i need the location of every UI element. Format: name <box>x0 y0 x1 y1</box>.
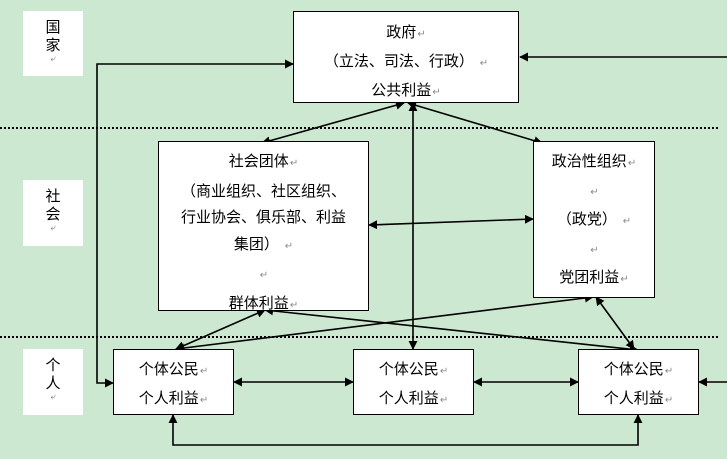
node-text-line: （立法、司法、行政） ↵ <box>323 52 489 70</box>
node-text-line: 公共利益↵ <box>371 81 441 99</box>
layer-label-char: 会 <box>45 205 61 223</box>
node-text-line: 个人利益↵ <box>603 389 674 407</box>
node-text-line: 政府↵ <box>386 23 426 41</box>
layer-label-char: 人 <box>45 374 61 392</box>
node-text-line: ↵ <box>259 270 269 281</box>
node-text-line: （商业组织、社区组织、 <box>180 181 346 200</box>
node-citizen-middle: 个体公民↵ 个人利益↵ <box>353 349 474 415</box>
node-political-org: 政治性组织↵ ↵ （政党） ↵ ↵ 党团利益↵ <box>533 141 655 298</box>
layer-label-state: 国 家 ⤶ <box>23 11 83 76</box>
node-text-line: 个人利益↵ <box>138 389 209 407</box>
arrow-government-political-org <box>407 101 543 145</box>
node-citizen-left: 个体公民↵ 个人利益↵ <box>113 349 234 415</box>
layer-label-individual: 个 人 ⤶ <box>23 349 83 415</box>
node-text-line: 个体公民↵ <box>603 360 674 378</box>
layer-label-char: 个 <box>45 356 61 374</box>
node-text-line: ↵ <box>590 187 599 198</box>
node-government: 政府↵ （立法、司法、行政） ↵ 公共利益↵ <box>293 11 519 103</box>
node-text-line: 党团利益↵ <box>559 268 629 286</box>
node-citizen-right: 个体公民↵ 个人利益↵ <box>578 349 699 415</box>
node-text-line: 个体公民↵ <box>378 360 449 378</box>
node-text-line: 社会团体↵ <box>228 152 299 170</box>
layer-label-society: 社 会 ⤶ <box>23 180 83 246</box>
anchor-mark: ⤶ <box>50 223 56 233</box>
layer-label-char: 国 <box>45 18 61 36</box>
node-text-line: 个体公民↵ <box>138 360 209 378</box>
divider-state-society <box>0 127 718 129</box>
node-text-line: （政党） ↵ <box>556 210 632 228</box>
layer-label-char: 家 <box>45 36 61 54</box>
node-text-line: 行业协会、俱乐部、利益 <box>180 208 346 226</box>
arrow-political-org-citizen-right <box>595 296 635 350</box>
arrow-government-social-groups <box>261 100 405 146</box>
node-social-groups: 社会团体↵ （商业组织、社区组织、 行业协会、俱乐部、利益 集团） ↵ ↵ 群体… <box>158 141 369 312</box>
anchor-mark: ⤶ <box>50 54 56 64</box>
arrow-social-groups-political-org <box>368 214 534 230</box>
arrow-citizen-left-right-bottom <box>168 414 643 446</box>
divider-society-individual <box>0 336 718 338</box>
node-text-line: 政治性组织↵ <box>551 152 637 170</box>
node-text-line: 集团） ↵ <box>233 234 294 253</box>
node-text-line: ↵ <box>590 245 599 256</box>
node-text-line: 个人利益↵ <box>378 389 449 407</box>
layer-label-char: 社 <box>45 187 61 205</box>
anchor-mark: ⤶ <box>50 392 56 402</box>
node-text-line: 群体利益↵ <box>228 293 299 312</box>
